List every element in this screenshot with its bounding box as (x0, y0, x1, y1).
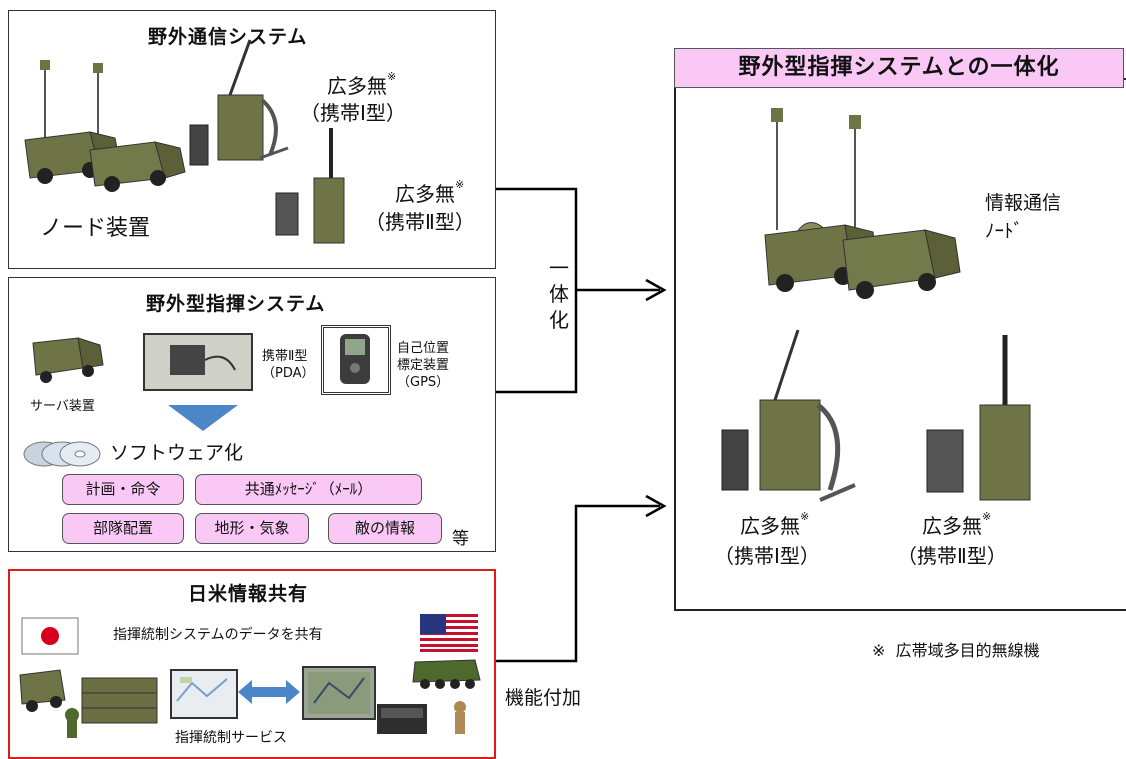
info-node-label-line2: ﾉｰﾄﾞ (985, 220, 1024, 242)
pda-label-line2: （PDA） (262, 366, 315, 381)
result-radio2-type: （携帯Ⅱ型） (897, 544, 1007, 568)
field-comm-title: 野外通信システム (148, 26, 308, 48)
us-map-screen (302, 666, 376, 720)
tag-plan-order: 計画・命令 (62, 474, 184, 505)
result-radio1-name: 広多無※ (740, 510, 810, 538)
result-radio2-name: 広多無※ (922, 510, 992, 538)
result-manpack-radio-image (721, 329, 856, 502)
info-comm-node-image (764, 108, 961, 299)
gps-image (321, 325, 391, 395)
gps-label-line3: （GPS） (397, 375, 450, 390)
etc-label: 等 (452, 529, 469, 549)
jp-equipment-image (19, 669, 158, 738)
server-device-label: サーバ装置 (30, 399, 95, 414)
field-cmd-box (8, 277, 496, 552)
field-cmd-title: 野外型指揮システム (146, 293, 326, 315)
integrate-label: 一体化 (546, 255, 572, 333)
handheld-radio-image (275, 128, 345, 244)
radio2-name: 広多無※ (395, 178, 465, 206)
result-radio1-type: （携帯Ⅰ型） (714, 544, 820, 568)
gps-label-line2: 標定装置 (397, 358, 450, 373)
server-truck-image (32, 337, 104, 383)
node-device-label: ノード装置 (40, 216, 151, 241)
pda-label-line1: 携帯Ⅱ型 (262, 349, 308, 364)
radio1-name: 広多無※ (327, 70, 397, 98)
footnote: ※ 広帯域多目的無線機 (872, 641, 1040, 660)
tag-unit-deployment: 部隊配置 (62, 513, 184, 544)
result-handheld-radio-image (926, 335, 1031, 501)
down-arrow-icon (168, 405, 238, 431)
info-node-label-line1: 情報通信 (985, 192, 1062, 214)
radio2-type: （携帯Ⅱ型） (365, 210, 475, 234)
tag-enemy-info: 敵の情報 (328, 513, 442, 544)
pda-image (143, 333, 253, 391)
result-title: 野外型指揮システムとの一体化 (674, 48, 1124, 88)
share-text: 指揮統制システムのデータを共有 (113, 627, 323, 643)
jus-title: 日米情報共有 (188, 583, 309, 605)
software-label: ソフトウェア化 (110, 442, 244, 464)
tag-common-message: 共通ﾒｯｾｰｼﾞ（ﾒｰﾙ） (195, 474, 422, 505)
gps-label-line1: 自己位置 (397, 341, 450, 356)
radio1-type: （携帯Ⅰ型） (300, 101, 406, 125)
function-add-label: 機能付加 (505, 687, 582, 709)
service-label: 指揮統制サービス (175, 730, 287, 746)
cd-disc-icon (23, 441, 101, 467)
us-flag-icon (420, 614, 478, 652)
japan-flag-icon (21, 617, 79, 655)
manpack-radio-image (189, 39, 289, 166)
node-vehicles-image (24, 60, 186, 192)
tag-terrain-weather: 地形・気象 (195, 513, 309, 544)
double-arrow-icon (238, 680, 300, 704)
jp-map-screen (170, 669, 238, 719)
us-equipment-image (377, 659, 481, 734)
